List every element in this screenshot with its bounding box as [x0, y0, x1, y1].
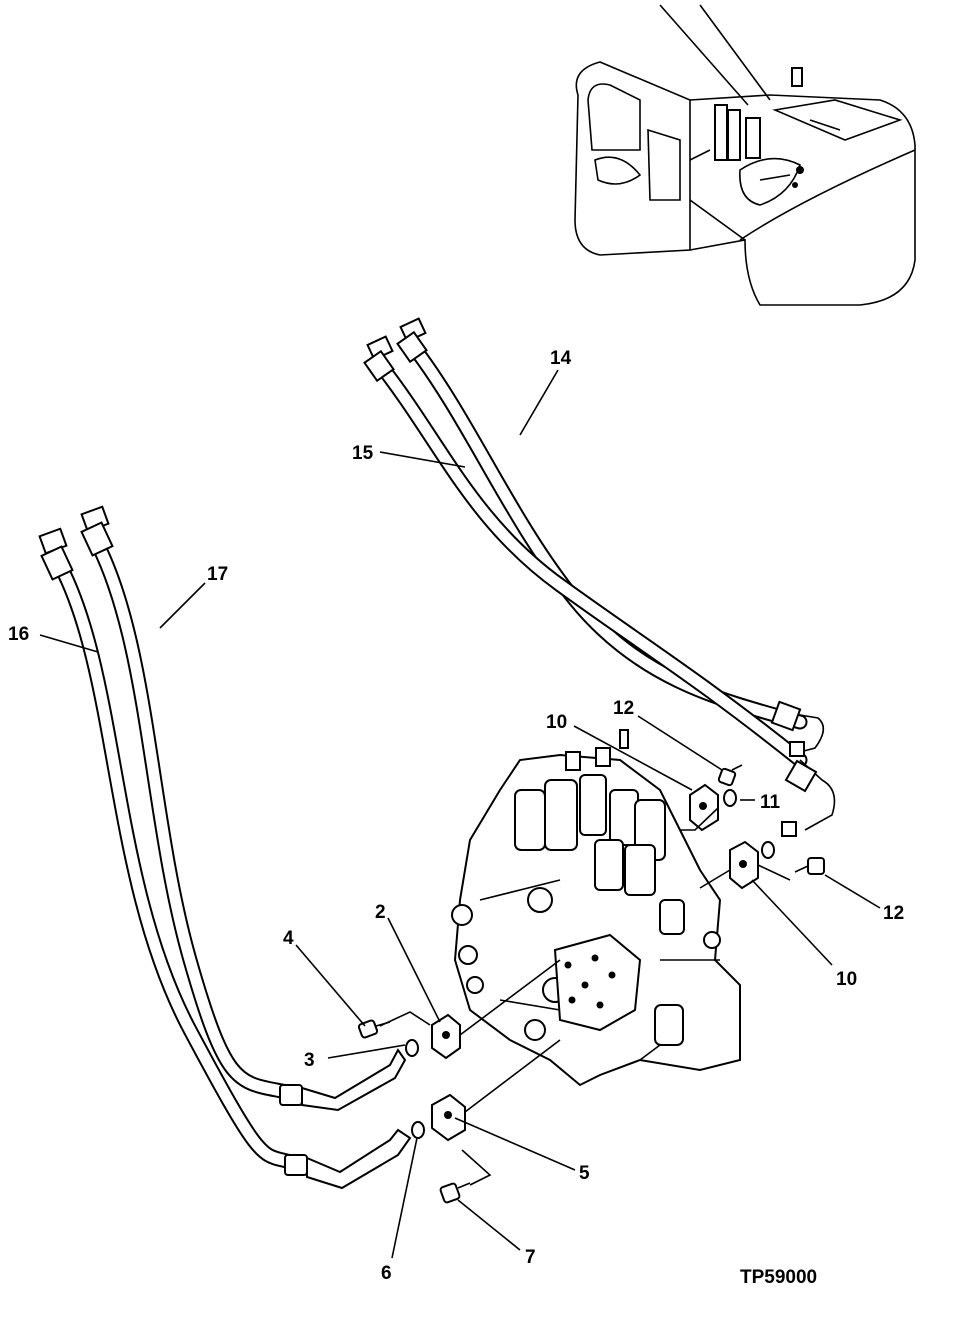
callout-4: 4 — [283, 928, 294, 949]
callout-12-upper: 12 — [613, 698, 634, 719]
callout-6: 6 — [381, 1263, 392, 1284]
figure-id: TP59000 — [740, 1267, 817, 1288]
callout-10-upper: 10 — [546, 712, 567, 733]
callout-10-lower: 10 — [836, 969, 857, 990]
fittings — [357, 764, 825, 1204]
hose-14-15 — [363, 317, 836, 837]
callout-12-lower: 12 — [883, 903, 904, 924]
callout-7: 7 — [525, 1247, 536, 1268]
leader-lines — [39, 369, 881, 1259]
callouts: 14 15 16 17 10 12 11 12 10 2 4 3 5 6 7 T… — [8, 348, 904, 1288]
excavator-icon — [574, 4, 916, 306]
control-valve-icon — [451, 729, 741, 1087]
callout-5: 5 — [579, 1163, 590, 1184]
hose-16-17 — [38, 505, 412, 1190]
callout-16: 16 — [8, 624, 29, 645]
callout-2: 2 — [375, 902, 386, 923]
callout-17: 17 — [207, 564, 228, 585]
callout-3: 3 — [304, 1050, 315, 1071]
callout-15: 15 — [352, 443, 374, 464]
callout-11: 11 — [760, 792, 781, 813]
callout-14: 14 — [550, 348, 572, 369]
